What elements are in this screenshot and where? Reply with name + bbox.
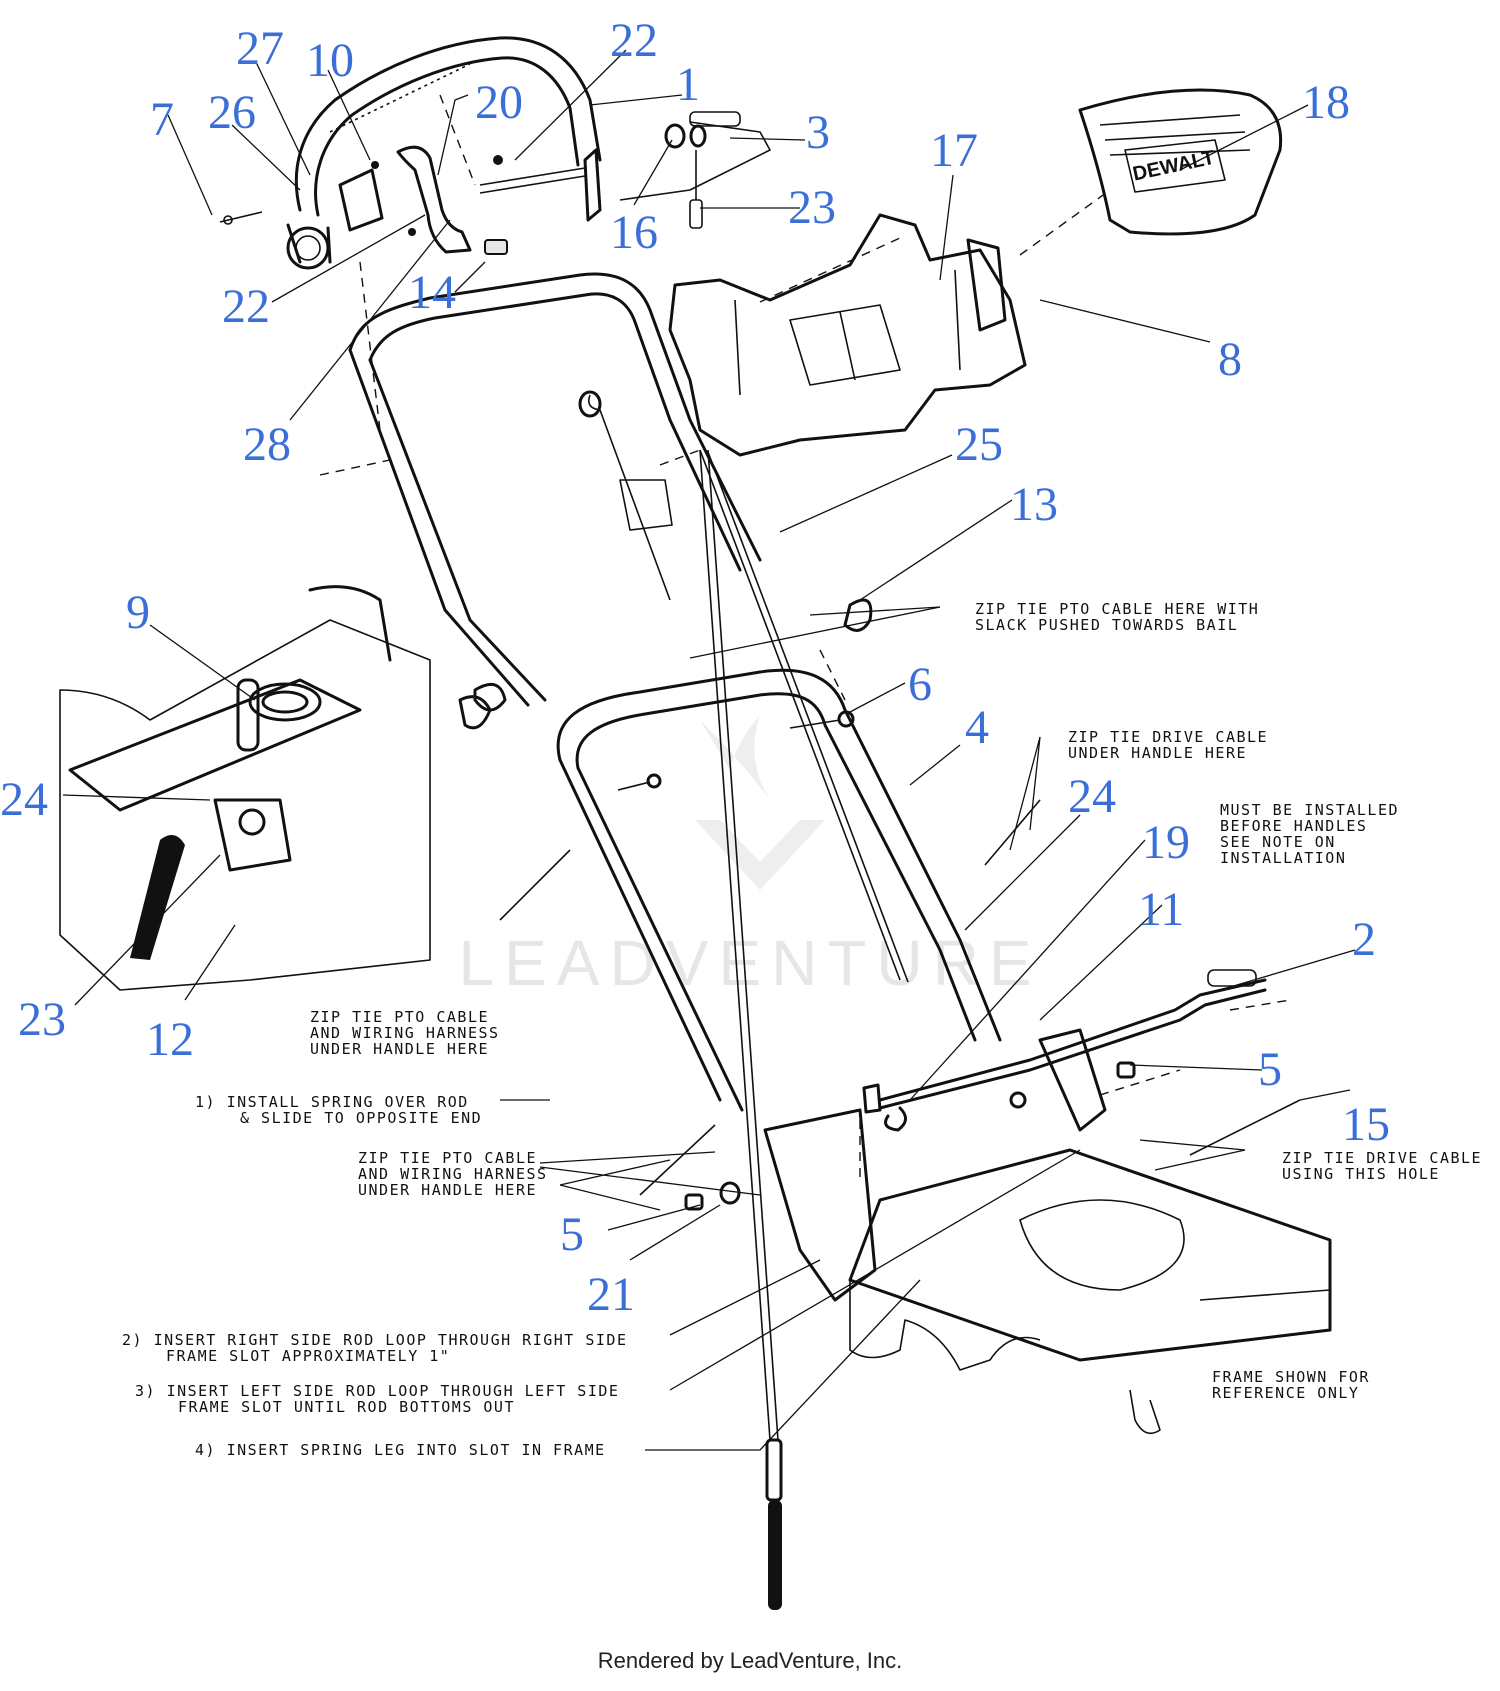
callout-2: 2 — [1352, 913, 1376, 966]
callout-4: 4 — [965, 701, 989, 754]
cables — [699, 449, 909, 1610]
note-zip-pto-left-l2: AND WIRING HARNESS — [310, 1024, 500, 1042]
note-zip-drive-hole-l2: USING THIS HOLE — [1282, 1165, 1440, 1183]
callout-13: 13 — [1010, 478, 1058, 531]
alignment-lines — [319, 94, 1291, 1180]
callout-23: 23 — [788, 181, 836, 234]
callout-10: 10 — [306, 34, 354, 87]
note-step2-l1: 2) INSERT RIGHT SIDE ROD LOOP THROUGH RI… — [122, 1331, 627, 1349]
callout-21: 21 — [587, 1268, 635, 1321]
note-must-install-l2: BEFORE HANDLES — [1220, 817, 1367, 835]
callout-22b: 22 — [222, 280, 270, 333]
render-credit: Rendered by LeadVenture, Inc. — [597, 1648, 903, 1673]
callout-12: 12 — [146, 1013, 194, 1066]
callout-14: 14 — [408, 266, 456, 319]
callout-23b: 23 — [18, 993, 66, 1046]
note-zip-pto-mid-l2: AND WIRING HARNESS — [358, 1165, 548, 1183]
callout-22: 22 — [610, 14, 658, 67]
note-must-install-l1: MUST BE INSTALLED — [1220, 801, 1399, 819]
callout-18: 18 — [1302, 76, 1350, 129]
callout-19: 19 — [1142, 816, 1190, 869]
callout-1: 1 — [676, 58, 700, 111]
note-step2-l2: FRAME SLOT APPROXIMATELY 1" — [166, 1347, 450, 1365]
frame-deck — [848, 1148, 1332, 1435]
note-step1-l2: & SLIDE TO OPPOSITE END — [240, 1109, 482, 1127]
callout-26: 26 — [208, 86, 256, 139]
assembly-notes: ZIP TIE PTO CABLE HERE WITH SLACK PUSHED… — [122, 600, 1482, 1459]
callout-20: 20 — [475, 76, 523, 129]
note-zip-pto-mid-l3: UNDER HANDLE HERE — [358, 1181, 537, 1199]
upper-handle — [348, 272, 873, 712]
bail-bracket — [219, 111, 771, 255]
callout-9: 9 — [126, 586, 150, 639]
note-zip-drive-hole-l1: ZIP TIE DRIVE CABLE — [1282, 1149, 1482, 1167]
callout-6: 6 — [908, 658, 932, 711]
note-step1-l1: 1) INSTALL SPRING OVER ROD — [195, 1093, 469, 1111]
lower-handle — [556, 668, 1107, 1302]
callout-28: 28 — [243, 418, 291, 471]
callout-17: 17 — [930, 124, 978, 177]
callout-16: 16 — [610, 206, 658, 259]
note-must-install-l3: SEE NOTE ON — [1220, 833, 1336, 851]
note-frame-ref-l1: FRAME SHOWN FOR — [1212, 1368, 1370, 1386]
note-step3-l2: FRAME SLOT UNTIL ROD BOTTOMS OUT — [178, 1398, 515, 1416]
note-zip-drive-under-l2: UNDER HANDLE HERE — [1068, 744, 1247, 762]
note-zip-pto-top-l2: SLACK PUSHED TOWARDS BAIL — [975, 616, 1238, 634]
note-zip-pto-mid-l1: ZIP TIE PTO CABLE — [358, 1149, 537, 1167]
note-zip-pto-top-l1: ZIP TIE PTO CABLE HERE WITH — [975, 600, 1259, 618]
callout-25: 25 — [955, 418, 1003, 471]
dash-console — [668, 213, 1027, 457]
upper-bail-handle — [286, 36, 602, 270]
note-frame-ref-l2: REFERENCE ONLY — [1212, 1384, 1359, 1402]
callout-numbers: 27 10 22 1 26 20 7 3 18 16 23 17 22 14 8… — [0, 14, 1390, 1321]
callout-24b: 24 — [1068, 770, 1116, 823]
callout-15: 15 — [1342, 1098, 1390, 1151]
note-zip-pto-left-l3: UNDER HANDLE HERE — [310, 1040, 489, 1058]
inset-detail-view — [59, 585, 492, 991]
callout-3: 3 — [806, 106, 830, 159]
note-step3-l1: 3) INSERT LEFT SIDE ROD LOOP THROUGH LEF… — [135, 1382, 619, 1400]
callout-7: 7 — [150, 93, 174, 146]
dewalt-handle-cover: DEWALT — [1078, 88, 1283, 236]
watermark: LEADVENTURE — [459, 715, 1032, 999]
note-zip-drive-under-l1: ZIP TIE DRIVE CABLE — [1068, 728, 1268, 746]
callout-11: 11 — [1138, 883, 1184, 936]
callout-27: 27 — [236, 22, 284, 75]
leader-lines — [62, 49, 1356, 1451]
callout-5b: 5 — [560, 1208, 584, 1261]
note-zip-pto-left-l1: ZIP TIE PTO CABLE — [310, 1008, 489, 1026]
note-must-install-l4: INSTALLATION — [1220, 849, 1346, 867]
callout-24: 24 — [0, 773, 48, 826]
callout-8: 8 — [1218, 333, 1242, 386]
note-step4: 4) INSERT SPRING LEG INTO SLOT IN FRAME — [195, 1441, 606, 1459]
callout-5: 5 — [1258, 1043, 1282, 1096]
hardware — [499, 710, 1301, 1211]
